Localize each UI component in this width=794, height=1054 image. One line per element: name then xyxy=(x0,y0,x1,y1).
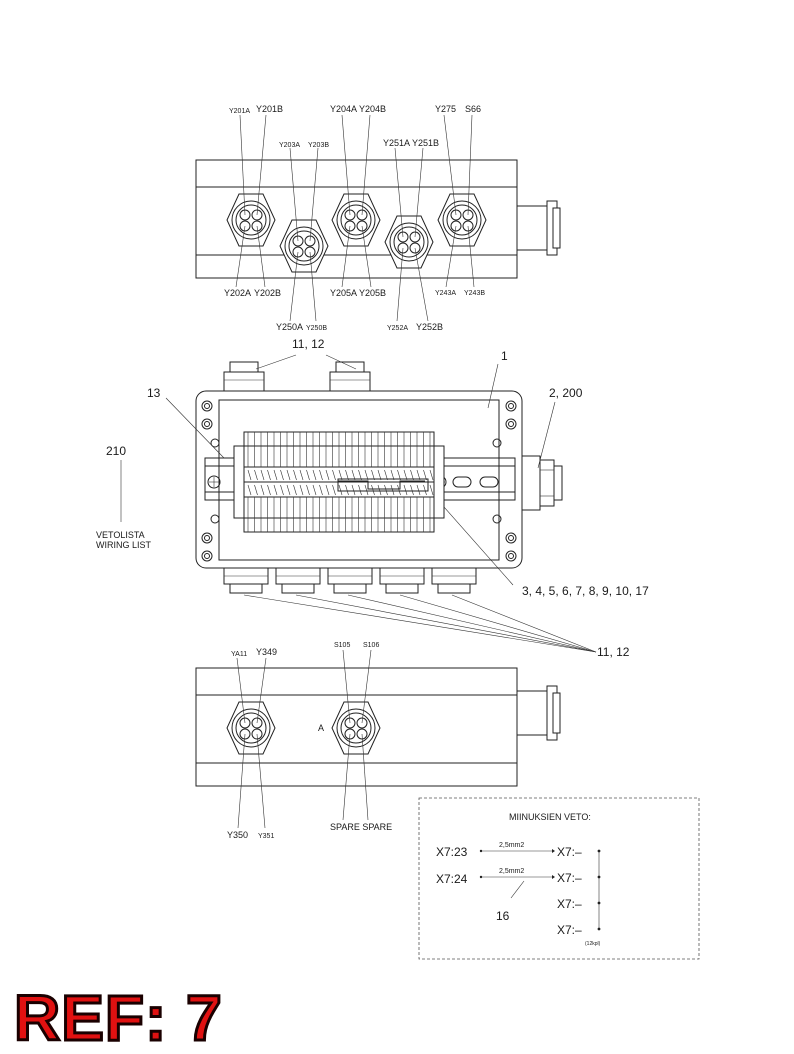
wiring-list-en: WIRING LIST xyxy=(96,540,152,550)
ref-label: REF: 7 xyxy=(13,982,224,1054)
middle-side-connector xyxy=(521,455,563,511)
callout-13: 13 xyxy=(147,386,161,400)
label-y203b: Y203B xyxy=(308,142,329,149)
callout-1: 1 xyxy=(501,349,508,363)
minus-wiring-box: MIINUKSIEN VETO: X7:23 2,5mm2 X7:– X7:24… xyxy=(418,797,700,960)
label-y250b: Y250B xyxy=(306,325,327,332)
row4-to: X7:– xyxy=(557,923,582,937)
callout-glands-top: 11, 12 xyxy=(292,337,325,351)
bottom-side-connector xyxy=(516,685,561,741)
wiring-list-fi: VETOLISTA xyxy=(96,530,145,540)
callout-glands-bottom: 11, 12 xyxy=(597,645,630,659)
bottom-glands xyxy=(223,567,477,594)
terminal-strip xyxy=(233,431,445,533)
label-s105: S105 xyxy=(334,642,350,649)
label-y243b: Y243B xyxy=(464,290,485,297)
terminal-ticks xyxy=(247,432,434,532)
row3-to: X7:– xyxy=(557,897,582,911)
gland-6 xyxy=(226,701,276,755)
label-y205a: Y205A xyxy=(330,288,357,298)
row1-from: X7:23 xyxy=(436,845,468,859)
bottom-view: YA11 Y349 S105 S106 A Y350 Y351 SPARE SP… xyxy=(195,642,561,840)
label-y350: Y350 xyxy=(227,830,248,840)
top-leaders xyxy=(235,114,475,322)
label-y275: Y275 xyxy=(435,104,456,114)
row1-to: X7:– xyxy=(557,845,582,859)
middle-view: 11, 12 1 13 2, 200 210 VETOLISTA WIRING … xyxy=(96,337,649,659)
label-y351: Y351 xyxy=(258,833,274,840)
label-a: A xyxy=(318,723,324,733)
label-y203a: Y203A xyxy=(279,142,300,149)
mounting-screws xyxy=(201,400,517,562)
minus-box-title: MIINUKSIEN VETO: xyxy=(509,812,591,822)
top-view: Y201A Y201B Y203A Y203B Y204A Y204B Y251… xyxy=(195,104,561,332)
label-s106: S106 xyxy=(363,642,379,649)
label-y251a: Y251A xyxy=(383,138,410,148)
row1-wire: 2,5mm2 xyxy=(499,842,524,849)
label-y251b: Y251B xyxy=(412,138,439,148)
enclosure-inner xyxy=(218,399,500,561)
label-y202a: Y202A xyxy=(224,288,251,298)
gland-2 xyxy=(279,219,329,273)
middle-leaders xyxy=(120,354,597,653)
gland-7 xyxy=(331,701,381,755)
gland-4 xyxy=(384,215,434,269)
label-y243a: Y243A xyxy=(435,290,456,297)
gland-1 xyxy=(226,193,276,247)
label-y202b: Y202B xyxy=(254,288,281,298)
callout-terminals: 3, 4, 5, 6, 7, 8, 9, 10, 17 xyxy=(522,584,649,598)
label-y204a: Y204A xyxy=(330,104,357,114)
gland-3 xyxy=(331,193,381,247)
top-glands xyxy=(223,361,371,392)
callout-16: 16 xyxy=(496,909,510,923)
label-y250a: Y250A xyxy=(276,322,303,332)
label-y252b: Y252B xyxy=(416,322,443,332)
label-spare: SPARE SPARE xyxy=(330,822,392,832)
top-side-connector xyxy=(516,200,561,256)
gland-5 xyxy=(437,193,487,247)
label-y205b: Y205B xyxy=(359,288,386,298)
row2-to: X7:– xyxy=(557,871,582,885)
callout-210: 210 xyxy=(106,444,126,458)
bottom-leaders xyxy=(236,649,372,829)
label-y252a: Y252A xyxy=(387,325,408,332)
callout-2-200: 2, 200 xyxy=(549,386,583,400)
minus-small-note: (12kpl) xyxy=(585,941,601,947)
label-y204b: Y204B xyxy=(359,104,386,114)
label-y201b: Y201B xyxy=(256,104,283,114)
label-ya11: YA11 xyxy=(231,651,247,658)
label-s66: S66 xyxy=(465,104,481,114)
row2-from: X7:24 xyxy=(436,872,468,886)
row2-wire: 2,5mm2 xyxy=(499,868,524,875)
label-y201a: Y201A xyxy=(229,108,250,115)
label-y349: Y349 xyxy=(256,647,277,657)
